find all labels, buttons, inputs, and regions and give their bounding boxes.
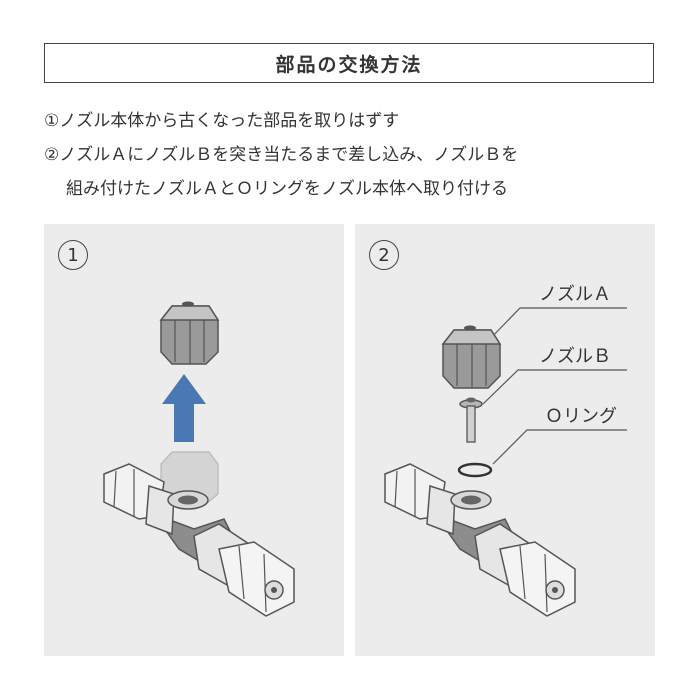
nozzle-body-icon: [103, 463, 295, 617]
assembly-illustration: [384, 307, 627, 617]
step-1-text: ①ノズル本体から古くなった部品を取りはずす: [44, 111, 400, 131]
label-nozzle-b: ノズルＢ: [539, 346, 611, 367]
step-1-panel: 1: [44, 224, 344, 656]
nozzle-body-icon: [384, 463, 576, 617]
page-title: 部品の交換方法: [44, 43, 654, 83]
step-2-continued-text: 組み付けたノズルＡとＯリングをノズル本体へ取り付ける: [66, 179, 508, 199]
nozzle-a-icon: [159, 301, 220, 365]
step-2-number: 2: [369, 240, 399, 270]
step-2-text: ②ノズルＡにノズルＢを突き当たるまで差し込み、ノズルＢを: [44, 145, 519, 165]
nozzle-b-icon: [459, 397, 483, 443]
nozzle-a-icon: [441, 325, 502, 389]
step-1-number: 1: [58, 240, 88, 270]
up-arrow-icon: [162, 374, 206, 442]
o-ring-icon: [457, 462, 493, 478]
removal-illustration: [103, 301, 295, 617]
instructions: ①ノズル本体から古くなった部品を取りはずす ②ノズルＡにノズルＢを突き当たるまで…: [44, 104, 664, 206]
step-2-panel: 2: [355, 224, 655, 656]
label-nozzle-a: ノズルＡ: [539, 284, 611, 305]
label-o-ring: Ｏリング: [545, 406, 617, 427]
